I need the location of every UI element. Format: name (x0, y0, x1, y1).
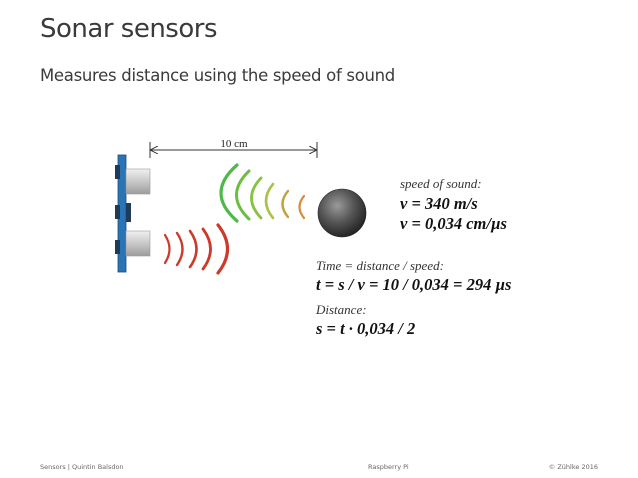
footer-left: Sensors | Quintin Balsdon (40, 463, 124, 471)
distance-block: Distance: s = t · 0,034 / 2 (316, 302, 415, 339)
outgoing-wave (264, 182, 275, 220)
time-formula: t = s / v = 10 / 0,034 = 294 µs (316, 275, 512, 294)
sensor-pin (115, 240, 120, 254)
slide-subtitle: Measures distance using the speed of sou… (40, 66, 395, 85)
outgoing-wave (219, 163, 239, 223)
return-wave (201, 227, 212, 271)
speed-ms-formula: v = 340 m/s (400, 194, 478, 213)
sonar-sensor (115, 154, 151, 273)
distance-label: 10 cm (220, 138, 248, 150)
sensor-pin (115, 205, 120, 219)
outgoing-wave (235, 169, 251, 221)
distance-dimension: 10 cm (149, 138, 318, 158)
sensor-crystal (126, 203, 131, 222)
transmitter-transducer (125, 168, 151, 195)
footer-right: © Zühlke 2016 (548, 463, 598, 471)
return-wave (216, 223, 230, 275)
distance-label-text: Distance: (316, 302, 367, 317)
speed-label: speed of sound: (400, 176, 482, 191)
outgoing-wave (250, 176, 263, 220)
footer-center: Raspberry Pi (368, 463, 409, 471)
distance-formula: s = t · 0,034 / 2 (316, 319, 416, 338)
target-object (317, 188, 367, 238)
speed-of-sound-block: speed of sound: v = 340 m/s v = 0,034 cm… (400, 176, 507, 234)
sensor-pin (115, 165, 120, 179)
receiver-transducer (125, 230, 151, 257)
slide-title: Sonar sensors (40, 14, 218, 44)
speed-cmus-formula: v = 0,034 cm/µs (400, 214, 507, 233)
time-label: Time = distance / speed: (316, 258, 444, 273)
returning-sound-waves (163, 223, 230, 275)
time-block: Time = distance / speed: t = s / v = 10 … (316, 258, 511, 295)
outgoing-wave (281, 189, 290, 219)
outgoing-sound-waves (219, 163, 306, 223)
return-wave (188, 229, 198, 269)
return-wave (163, 233, 171, 265)
outgoing-wave (298, 194, 306, 220)
return-wave (175, 231, 184, 267)
